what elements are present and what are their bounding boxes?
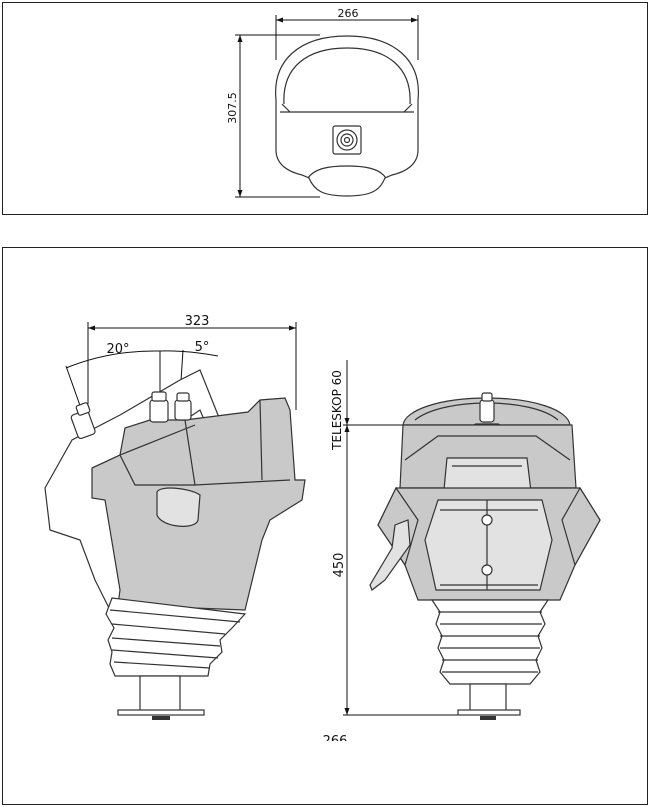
side-width-label: 323	[185, 314, 210, 329]
side-view-drawing	[44, 322, 306, 720]
top-view-drawing	[235, 15, 419, 198]
front-telescope-label: TELESKOP 60	[330, 370, 344, 451]
top-view-panel	[2, 2, 648, 215]
front-height-label: 450	[332, 553, 347, 578]
front-view-drawing	[343, 360, 601, 720]
top-height-label: 307.5	[226, 92, 239, 124]
side-angle-right-label: 5°	[195, 340, 210, 355]
side-angle-left-label: 20°	[106, 342, 129, 357]
side-front-view-panel	[2, 247, 648, 805]
top-width-label: 266	[338, 7, 359, 20]
